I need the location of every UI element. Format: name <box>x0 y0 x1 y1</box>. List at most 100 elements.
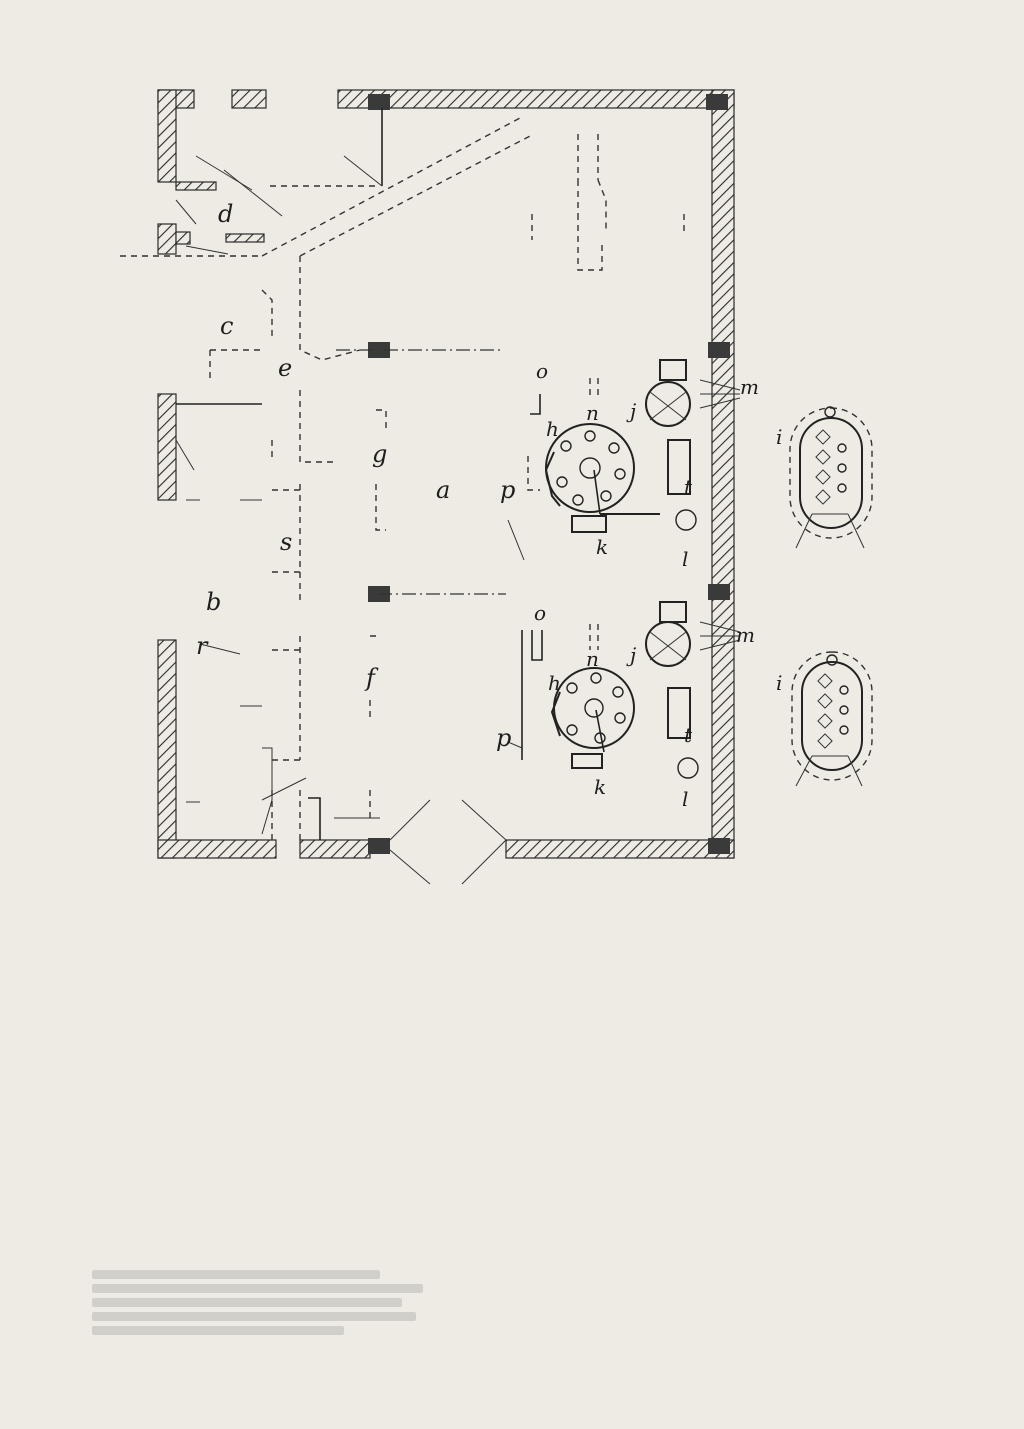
faint-bleed-through <box>92 1270 452 1340</box>
corridor <box>175 256 380 840</box>
label-a: a <box>436 476 450 504</box>
label-n: n <box>586 401 599 425</box>
dashed-fixture <box>577 134 607 271</box>
machine-l <box>675 509 697 531</box>
corridor-edge <box>272 484 301 600</box>
passage-edge <box>299 135 531 257</box>
feeder-arc <box>544 451 561 507</box>
wall-bottom-left <box>157 839 277 859</box>
corridor-edge <box>271 790 301 840</box>
pillars <box>368 94 730 854</box>
door-swing <box>175 439 195 471</box>
machine-j-top <box>659 601 687 623</box>
door-swing <box>175 199 197 225</box>
leader-m <box>699 379 741 409</box>
corridor-edge <box>272 636 301 761</box>
wall-right <box>711 89 735 859</box>
wall-left-mid <box>157 393 177 501</box>
machine-k <box>571 515 607 533</box>
machine-j <box>645 381 691 427</box>
label-j: j <box>626 399 636 423</box>
wall-top-left-2 <box>231 89 267 109</box>
label-m: m <box>740 375 759 399</box>
passage-edge <box>261 117 521 257</box>
label-r: r <box>196 632 209 660</box>
arm <box>593 469 601 515</box>
machine-k <box>571 753 603 769</box>
feeder-arc <box>550 691 561 737</box>
wall-top-main <box>337 89 735 109</box>
label-g: g <box>372 440 387 468</box>
rotary-hub <box>579 457 601 479</box>
label-j: j <box>626 643 636 667</box>
label-b: b <box>206 588 221 616</box>
base-legs <box>795 513 865 549</box>
label-s: s <box>280 528 292 556</box>
pillar <box>368 838 390 854</box>
oval-outline <box>789 407 873 539</box>
door-swing <box>389 799 431 885</box>
dashed-outline <box>527 378 599 491</box>
dashed-fixture <box>531 214 685 240</box>
rotary-table <box>553 667 635 749</box>
oval-fixture <box>801 661 863 771</box>
machine-l <box>677 757 699 779</box>
detail-i-lower <box>791 651 873 787</box>
pillar <box>708 838 730 854</box>
pillar <box>708 342 730 358</box>
shelf <box>225 233 265 243</box>
label-h: h <box>546 417 559 441</box>
door-swing <box>261 777 307 801</box>
oval-outline <box>791 651 873 781</box>
diagram-labels: d c e g a p s b r f o n h j m i t k l o … <box>196 200 782 811</box>
dashed-outline <box>589 624 599 650</box>
arm <box>595 709 605 753</box>
door-swing <box>343 155 383 187</box>
pillar <box>706 94 728 110</box>
partition <box>308 797 321 840</box>
dashed-fixture-g <box>375 409 387 531</box>
pillar <box>368 94 390 110</box>
wall-bottom-right <box>505 839 735 859</box>
machine-group-lower <box>507 601 741 779</box>
label-m: m <box>736 623 755 647</box>
machine-j-top <box>659 359 687 381</box>
fixture <box>175 231 191 245</box>
label-p: p <box>500 476 515 504</box>
leader <box>507 519 525 561</box>
label-d: d <box>218 200 233 228</box>
upper-dashed-fixtures <box>531 134 685 271</box>
door-swing <box>261 747 273 835</box>
label-k: k <box>594 775 606 799</box>
wall-left-top-2 <box>157 223 177 255</box>
machine-j <box>645 621 691 667</box>
leader <box>507 741 523 749</box>
axis-lines <box>336 349 506 820</box>
label-i: i <box>776 671 782 695</box>
base-legs <box>795 755 863 787</box>
label-k: k <box>596 535 608 559</box>
label-h: h <box>548 671 561 695</box>
wall-bottom-mid <box>299 839 371 859</box>
diagonal-passage <box>120 117 531 257</box>
machine-group-upper <box>507 359 741 561</box>
corridor-edge <box>299 390 334 463</box>
label-c: c <box>220 312 233 340</box>
label-p: p <box>496 724 511 752</box>
machine-t <box>667 687 691 739</box>
oval-fixture <box>799 417 863 529</box>
door-swing <box>185 245 229 255</box>
label-leader <box>199 643 241 655</box>
rotary-table <box>545 423 635 513</box>
label-f: f <box>364 664 379 692</box>
room-c-edge <box>209 349 260 378</box>
label-o: o <box>534 601 546 625</box>
label-o: o <box>536 359 548 383</box>
machine-t <box>667 439 691 495</box>
wall-left-top <box>157 89 177 183</box>
corridor-edge <box>261 256 361 361</box>
door-swing <box>461 799 507 885</box>
label-l: l <box>682 787 688 811</box>
